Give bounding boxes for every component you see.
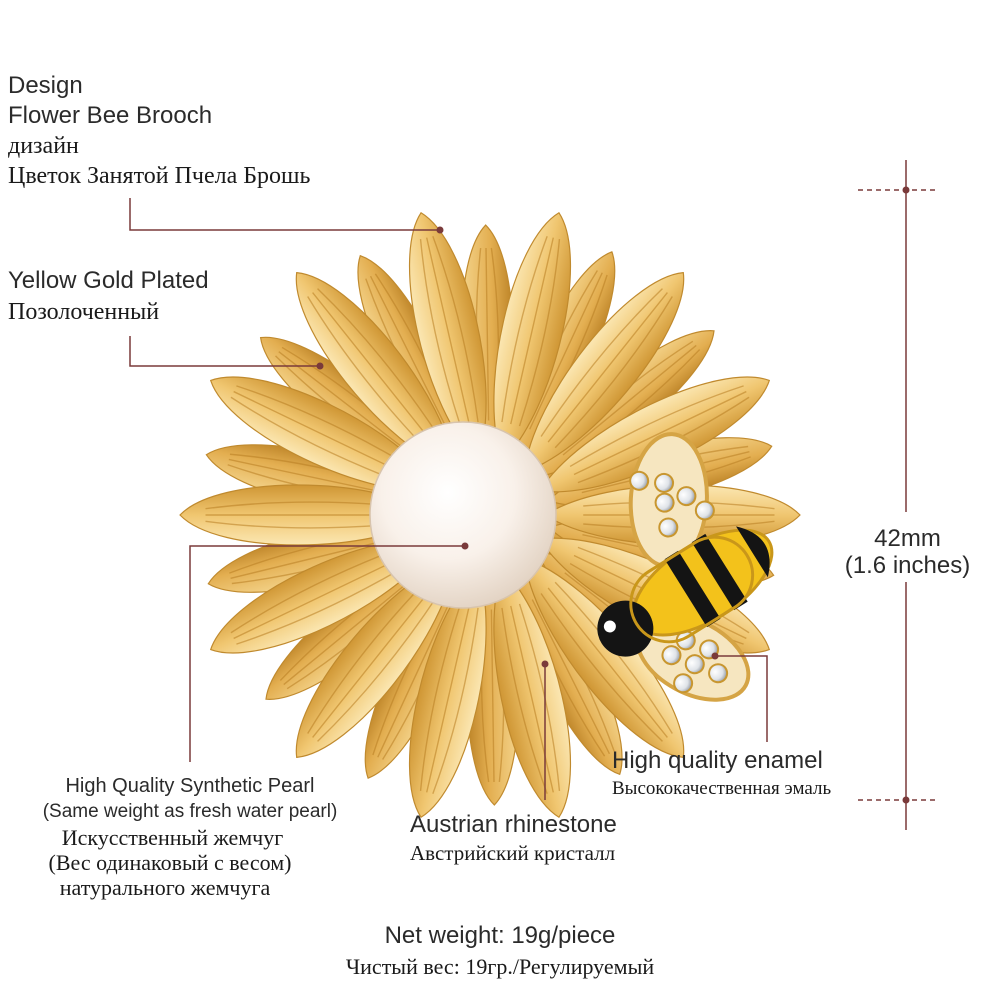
pearl-label-ru-2: (Вес одинаковый с весом)	[48, 850, 292, 875]
size-dimension-marker	[858, 160, 935, 830]
enamel-pointer	[715, 655, 768, 742]
pointer-lines	[129, 198, 768, 800]
rhinestones	[629, 470, 729, 694]
bee-eye	[603, 620, 616, 633]
design-title-en: Design	[8, 72, 83, 99]
plating-label-en: Yellow Gold Plated	[8, 267, 209, 294]
flower-petal	[295, 271, 457, 473]
rhinestone-gem	[676, 486, 697, 507]
design-name-en: Flower Bee Brooch	[8, 102, 213, 129]
flower-petal	[209, 537, 442, 654]
size-label-mm: 42mm	[874, 525, 941, 552]
rhinestone-gem	[654, 492, 675, 513]
dimension-bottom-dot	[902, 796, 910, 804]
pearl-center	[369, 421, 557, 609]
plating-pointer	[129, 336, 320, 367]
flower-petal	[295, 557, 457, 759]
pearl-label-ru-1: Искусственный жемчуг	[61, 825, 284, 850]
enamel-pointer-dot	[711, 652, 719, 660]
rhinestone-gem	[661, 645, 682, 666]
design-pointer	[129, 198, 440, 231]
pearl-pointer-dot	[461, 542, 469, 550]
rhinestone-gem	[694, 500, 715, 521]
flower-petal	[409, 567, 487, 819]
enamel-label-en: High quality enamel	[612, 747, 823, 774]
pearl-label-ru-3: натурального жемчуга	[59, 875, 271, 900]
flower-petal	[409, 211, 487, 463]
rhinestone-pointer-dot	[541, 660, 549, 668]
rhinestone-gem	[629, 470, 650, 491]
pearl-pointer	[189, 545, 465, 762]
net-weight-en: Net weight: 19g/piece	[384, 922, 616, 949]
net-weight-ru: Чистый вес: 19гр./Регулируемый	[345, 954, 655, 979]
flower-petal	[538, 376, 771, 493]
rhinestone-label-en: Austrian rhinestone	[410, 811, 617, 838]
dimension-top-dot	[902, 186, 910, 194]
plating-pointer-dot	[316, 362, 324, 370]
pearl-label-en-2: (Same weight as fresh water pearl)	[42, 801, 338, 822]
flower-petal	[493, 211, 571, 463]
size-label-inches: (1.6 inches)	[844, 552, 971, 579]
pearl-label-en-1: High Quality Synthetic Pearl	[65, 775, 315, 797]
rhinestone-gem	[673, 673, 694, 694]
plating-label-ru: Позолоченный	[8, 299, 160, 325]
bee-stripe	[664, 550, 721, 628]
flower-petal	[493, 567, 571, 819]
bee-charm	[597, 432, 774, 702]
rhinestone-gem	[654, 472, 675, 493]
bee-stripe	[691, 533, 748, 611]
enamel-label-ru: Высококачественная эмаль	[612, 778, 832, 799]
rhinestone-label-ru: Австрийский кристалл	[410, 841, 616, 865]
flower-petal	[523, 271, 685, 473]
rhinestone-gem	[708, 663, 729, 684]
bee-tail	[736, 526, 770, 578]
design-name-ru: Цветок Занятой Пчела Брошь	[8, 163, 311, 189]
rhinestone-gem	[684, 654, 705, 675]
bee-body-outline	[629, 535, 755, 644]
design-pointer-dot	[436, 226, 444, 234]
flower-petal	[209, 376, 442, 493]
flower-petal	[523, 557, 685, 759]
design-title-ru: дизайн	[8, 133, 79, 159]
bee-head	[597, 600, 654, 657]
rhinestone-gem	[658, 517, 679, 538]
